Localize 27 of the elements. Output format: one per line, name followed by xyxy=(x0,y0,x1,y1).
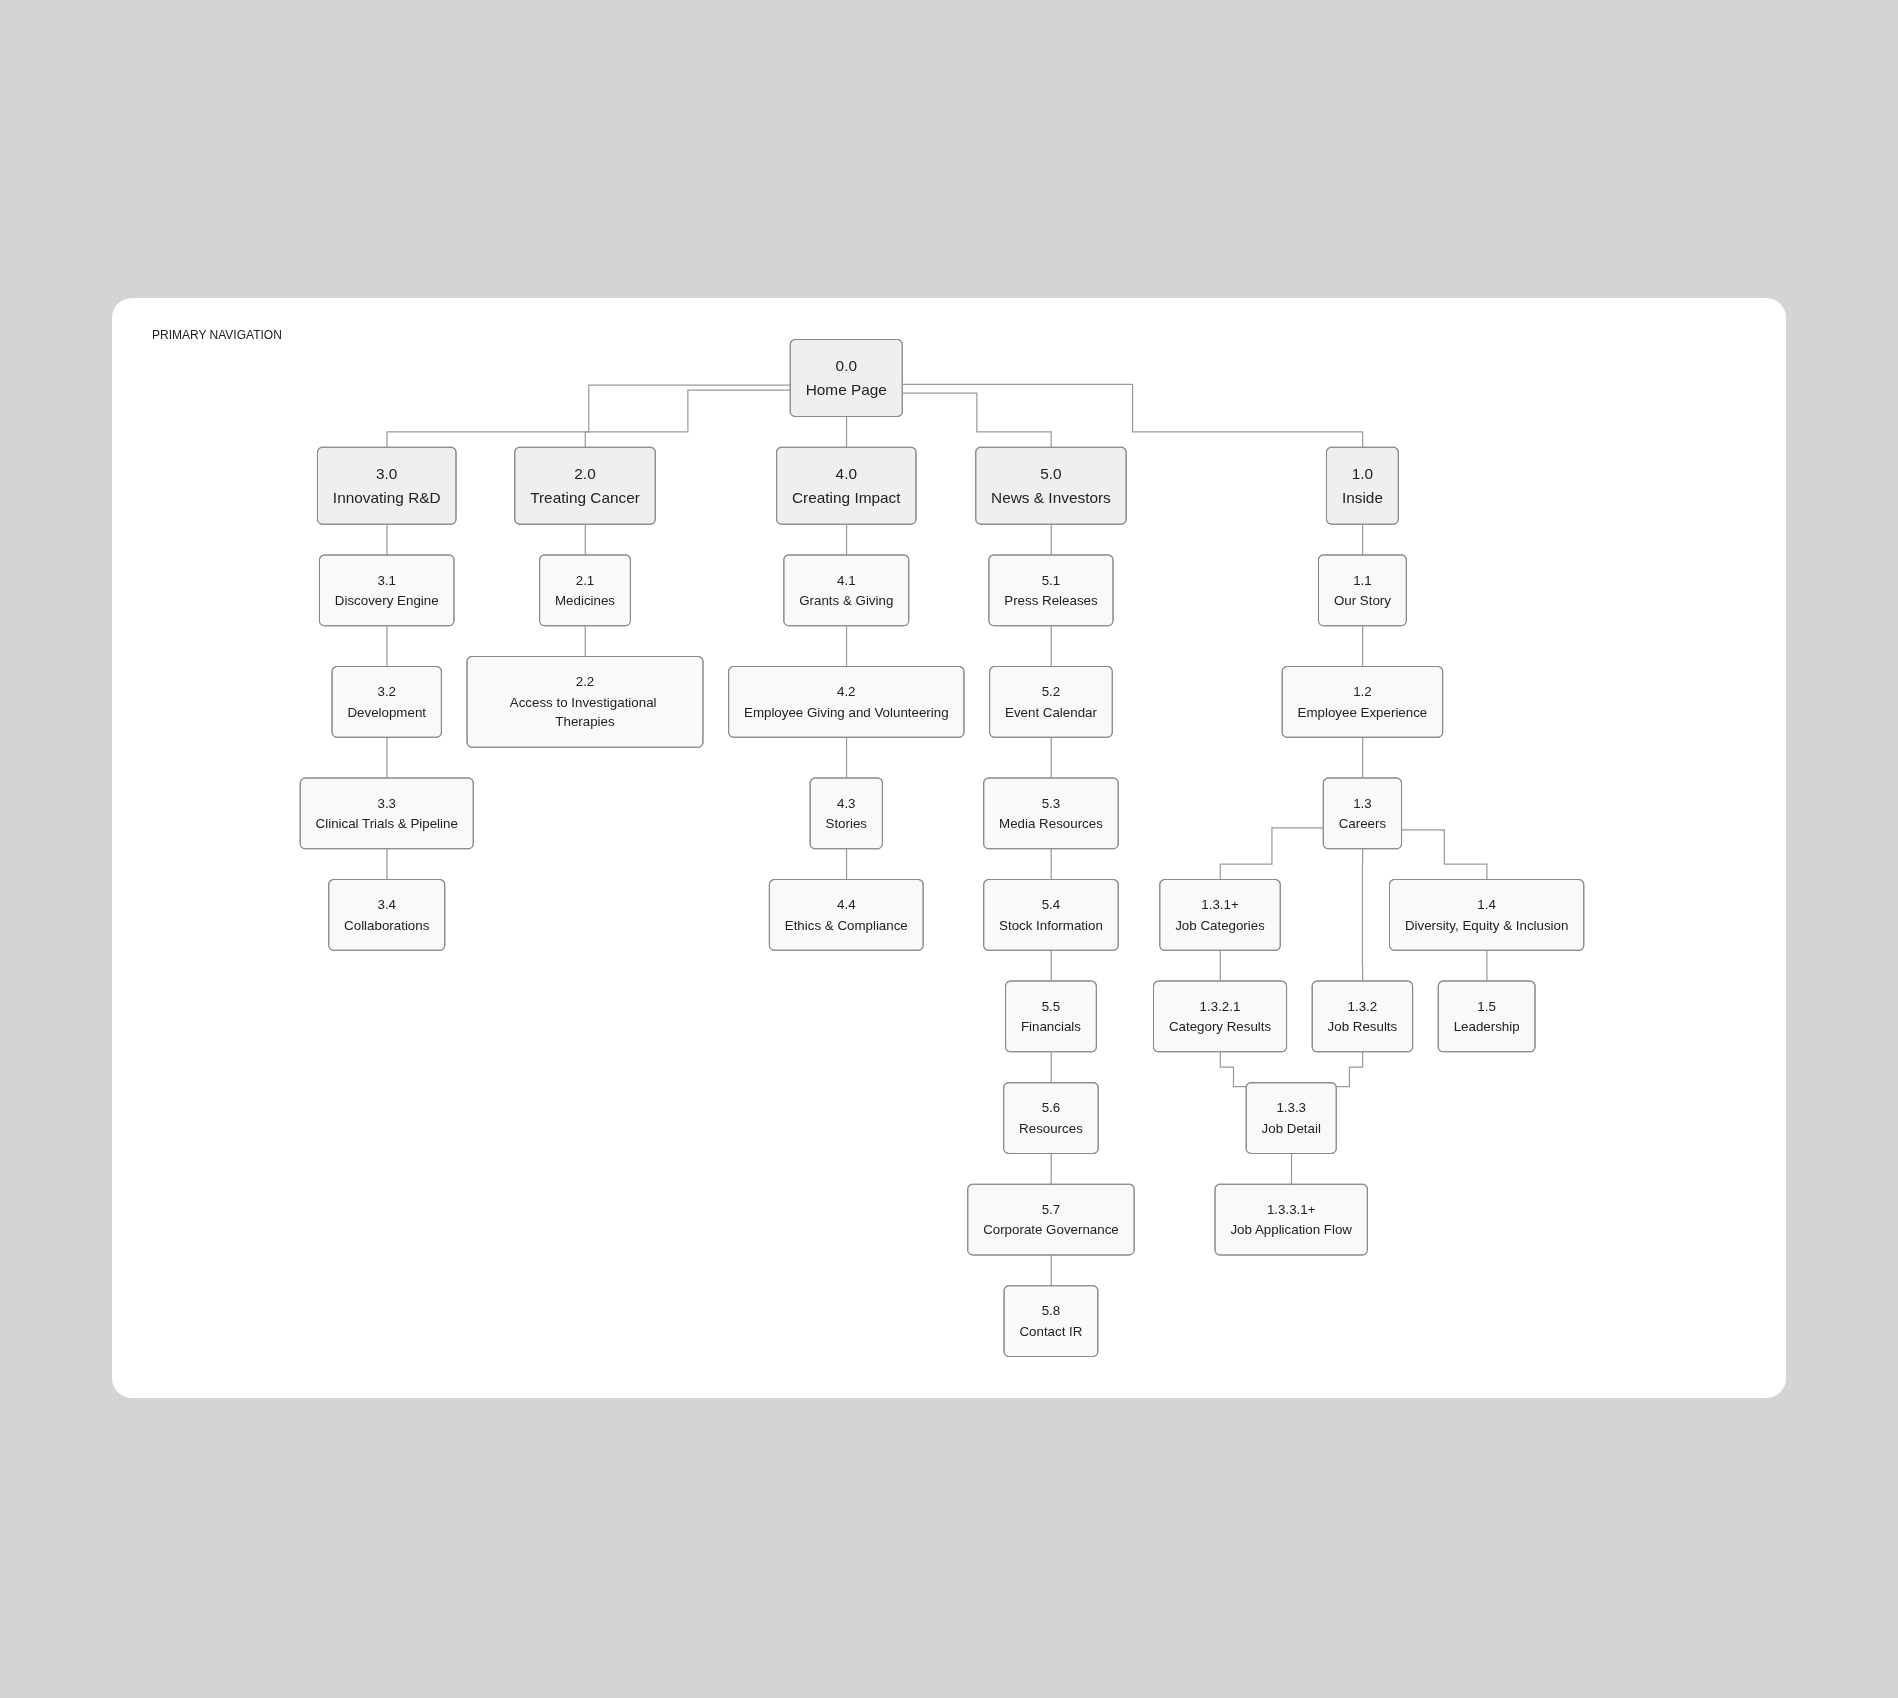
connector xyxy=(1290,1153,1293,1186)
connector xyxy=(1362,625,1364,668)
connector xyxy=(386,625,388,668)
card-background: PRIMARY NAVIGATION 0.0 Home Page 1.0 Inside 2.0 Treating Cancer 3.0 Innovating R&D 4.0 Creating Impact 5.0 News & Investors 1.1 Our Story 2.1 Medicines 3.1 Discovery Engine 4.1 Grants & Giving 5.1 Press Releases 1.2 Employee Experience 2.2 Access to Investigational Therapies 3.2 Development 4.2 Employee Giving and Volunteering 5.2 Event Calendar 1.3 Careers 3.3 Clinical Trials & Pipeline 4.3 Stories 5.3 Media Resources 3.4 Collaborations 4.4 Ethics & Compliance 5.4 Stock Information 1.3.1+ Job Categories 1.3.2 Job Results 5.5 Financials 1.3.2.1 Category Results 5.6 Resources 1.3.3 Job Detail 5.7 Corporate Governance 1.3.3.1+ Job Application Flow 5.8 Contact IR 1.4 Diversity, Equity & Inclusion 1.5 Leadership xyxy=(112,298,1786,1398)
connector xyxy=(1050,1153,1053,1186)
connector xyxy=(1335,1051,1364,1088)
connector xyxy=(902,383,1364,449)
connector xyxy=(386,848,388,881)
connector xyxy=(1050,625,1053,668)
connector xyxy=(1219,950,1222,983)
connector xyxy=(845,625,848,668)
connector xyxy=(1050,950,1053,983)
connector xyxy=(845,416,848,449)
connector xyxy=(584,625,587,658)
connector xyxy=(1362,737,1364,780)
connector xyxy=(386,737,388,780)
connector xyxy=(845,737,848,780)
connector xyxy=(1050,737,1053,780)
connector xyxy=(1050,848,1053,881)
connector xyxy=(1361,848,1364,983)
section-label: PRIMARY NAVIGATION xyxy=(152,328,282,342)
connector xyxy=(1050,1051,1053,1084)
connector xyxy=(1401,829,1488,881)
connector xyxy=(845,848,848,881)
connector xyxy=(1050,1254,1053,1287)
connector xyxy=(1486,950,1488,983)
connector xyxy=(902,392,1053,449)
